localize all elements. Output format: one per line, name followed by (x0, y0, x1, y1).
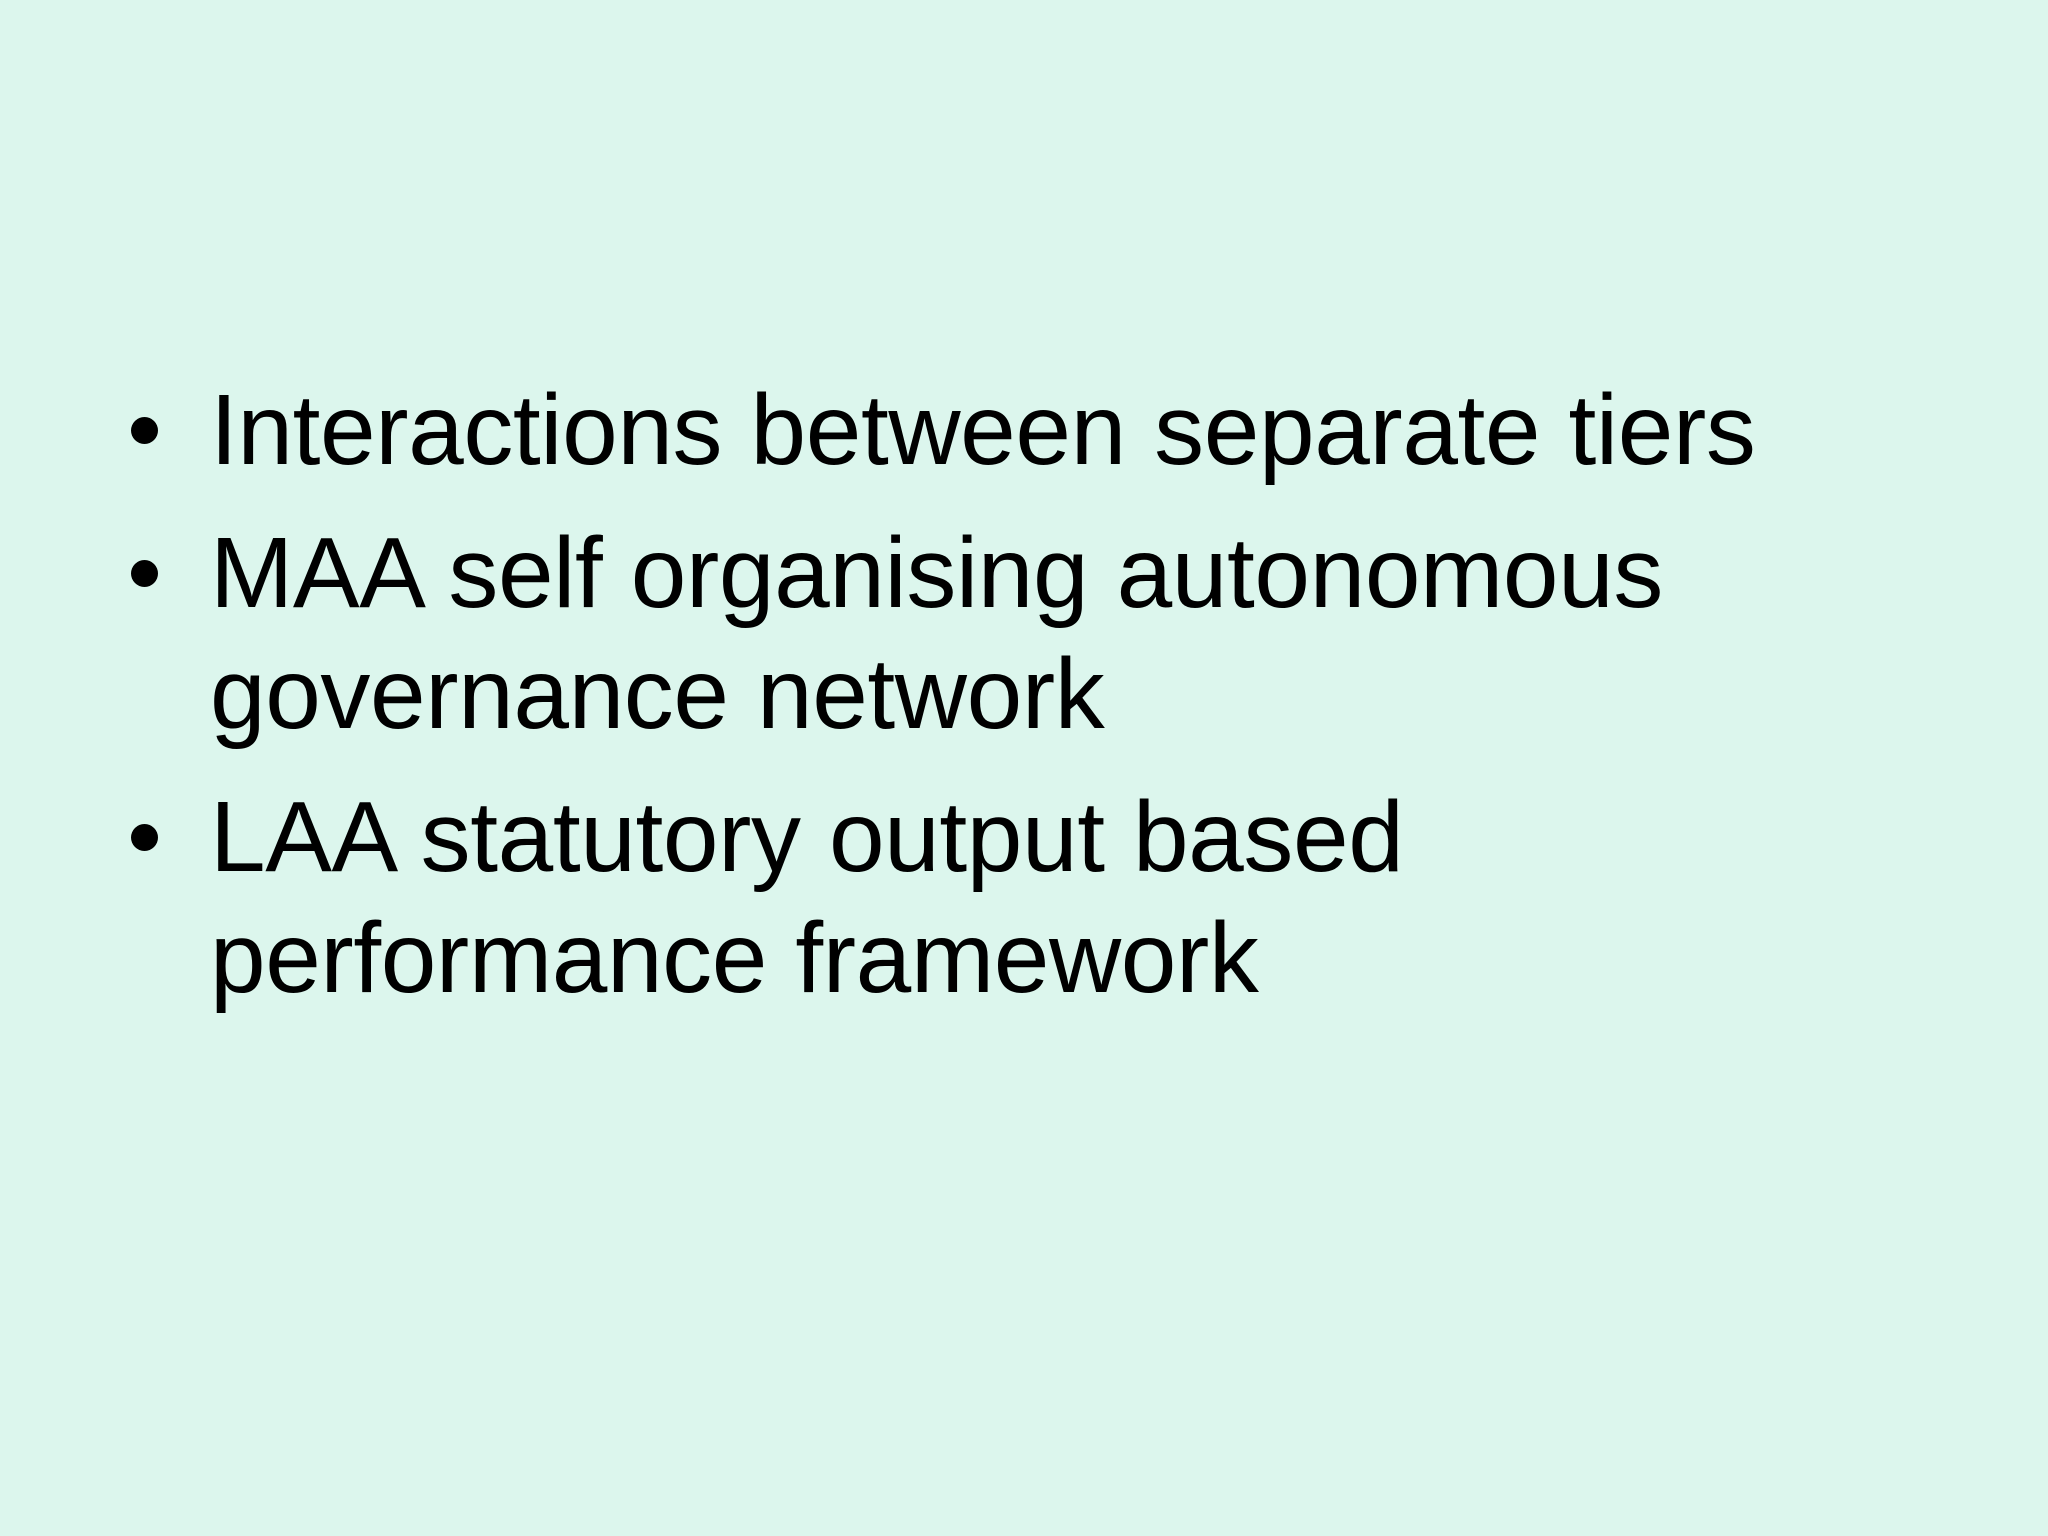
bullet-text: LAA statutory output based performance f… (210, 781, 1404, 1014)
bullet-list: Interactions between separate tiers MAA … (110, 370, 1900, 1019)
list-item: Interactions between separate tiers (110, 370, 1900, 491)
list-item: MAA self organising autonomous governanc… (110, 513, 1900, 755)
bullet-dot-icon (128, 370, 160, 491)
bullet-dot-icon (128, 513, 160, 634)
list-item: LAA statutory output based performance f… (110, 777, 1900, 1019)
bullet-text: MAA self organising autonomous governanc… (210, 517, 1663, 750)
bullet-dot-icon (128, 777, 160, 898)
bullet-text: Interactions between separate tiers (210, 374, 1756, 486)
content-placeholder: Interactions between separate tiers MAA … (110, 370, 1900, 1019)
